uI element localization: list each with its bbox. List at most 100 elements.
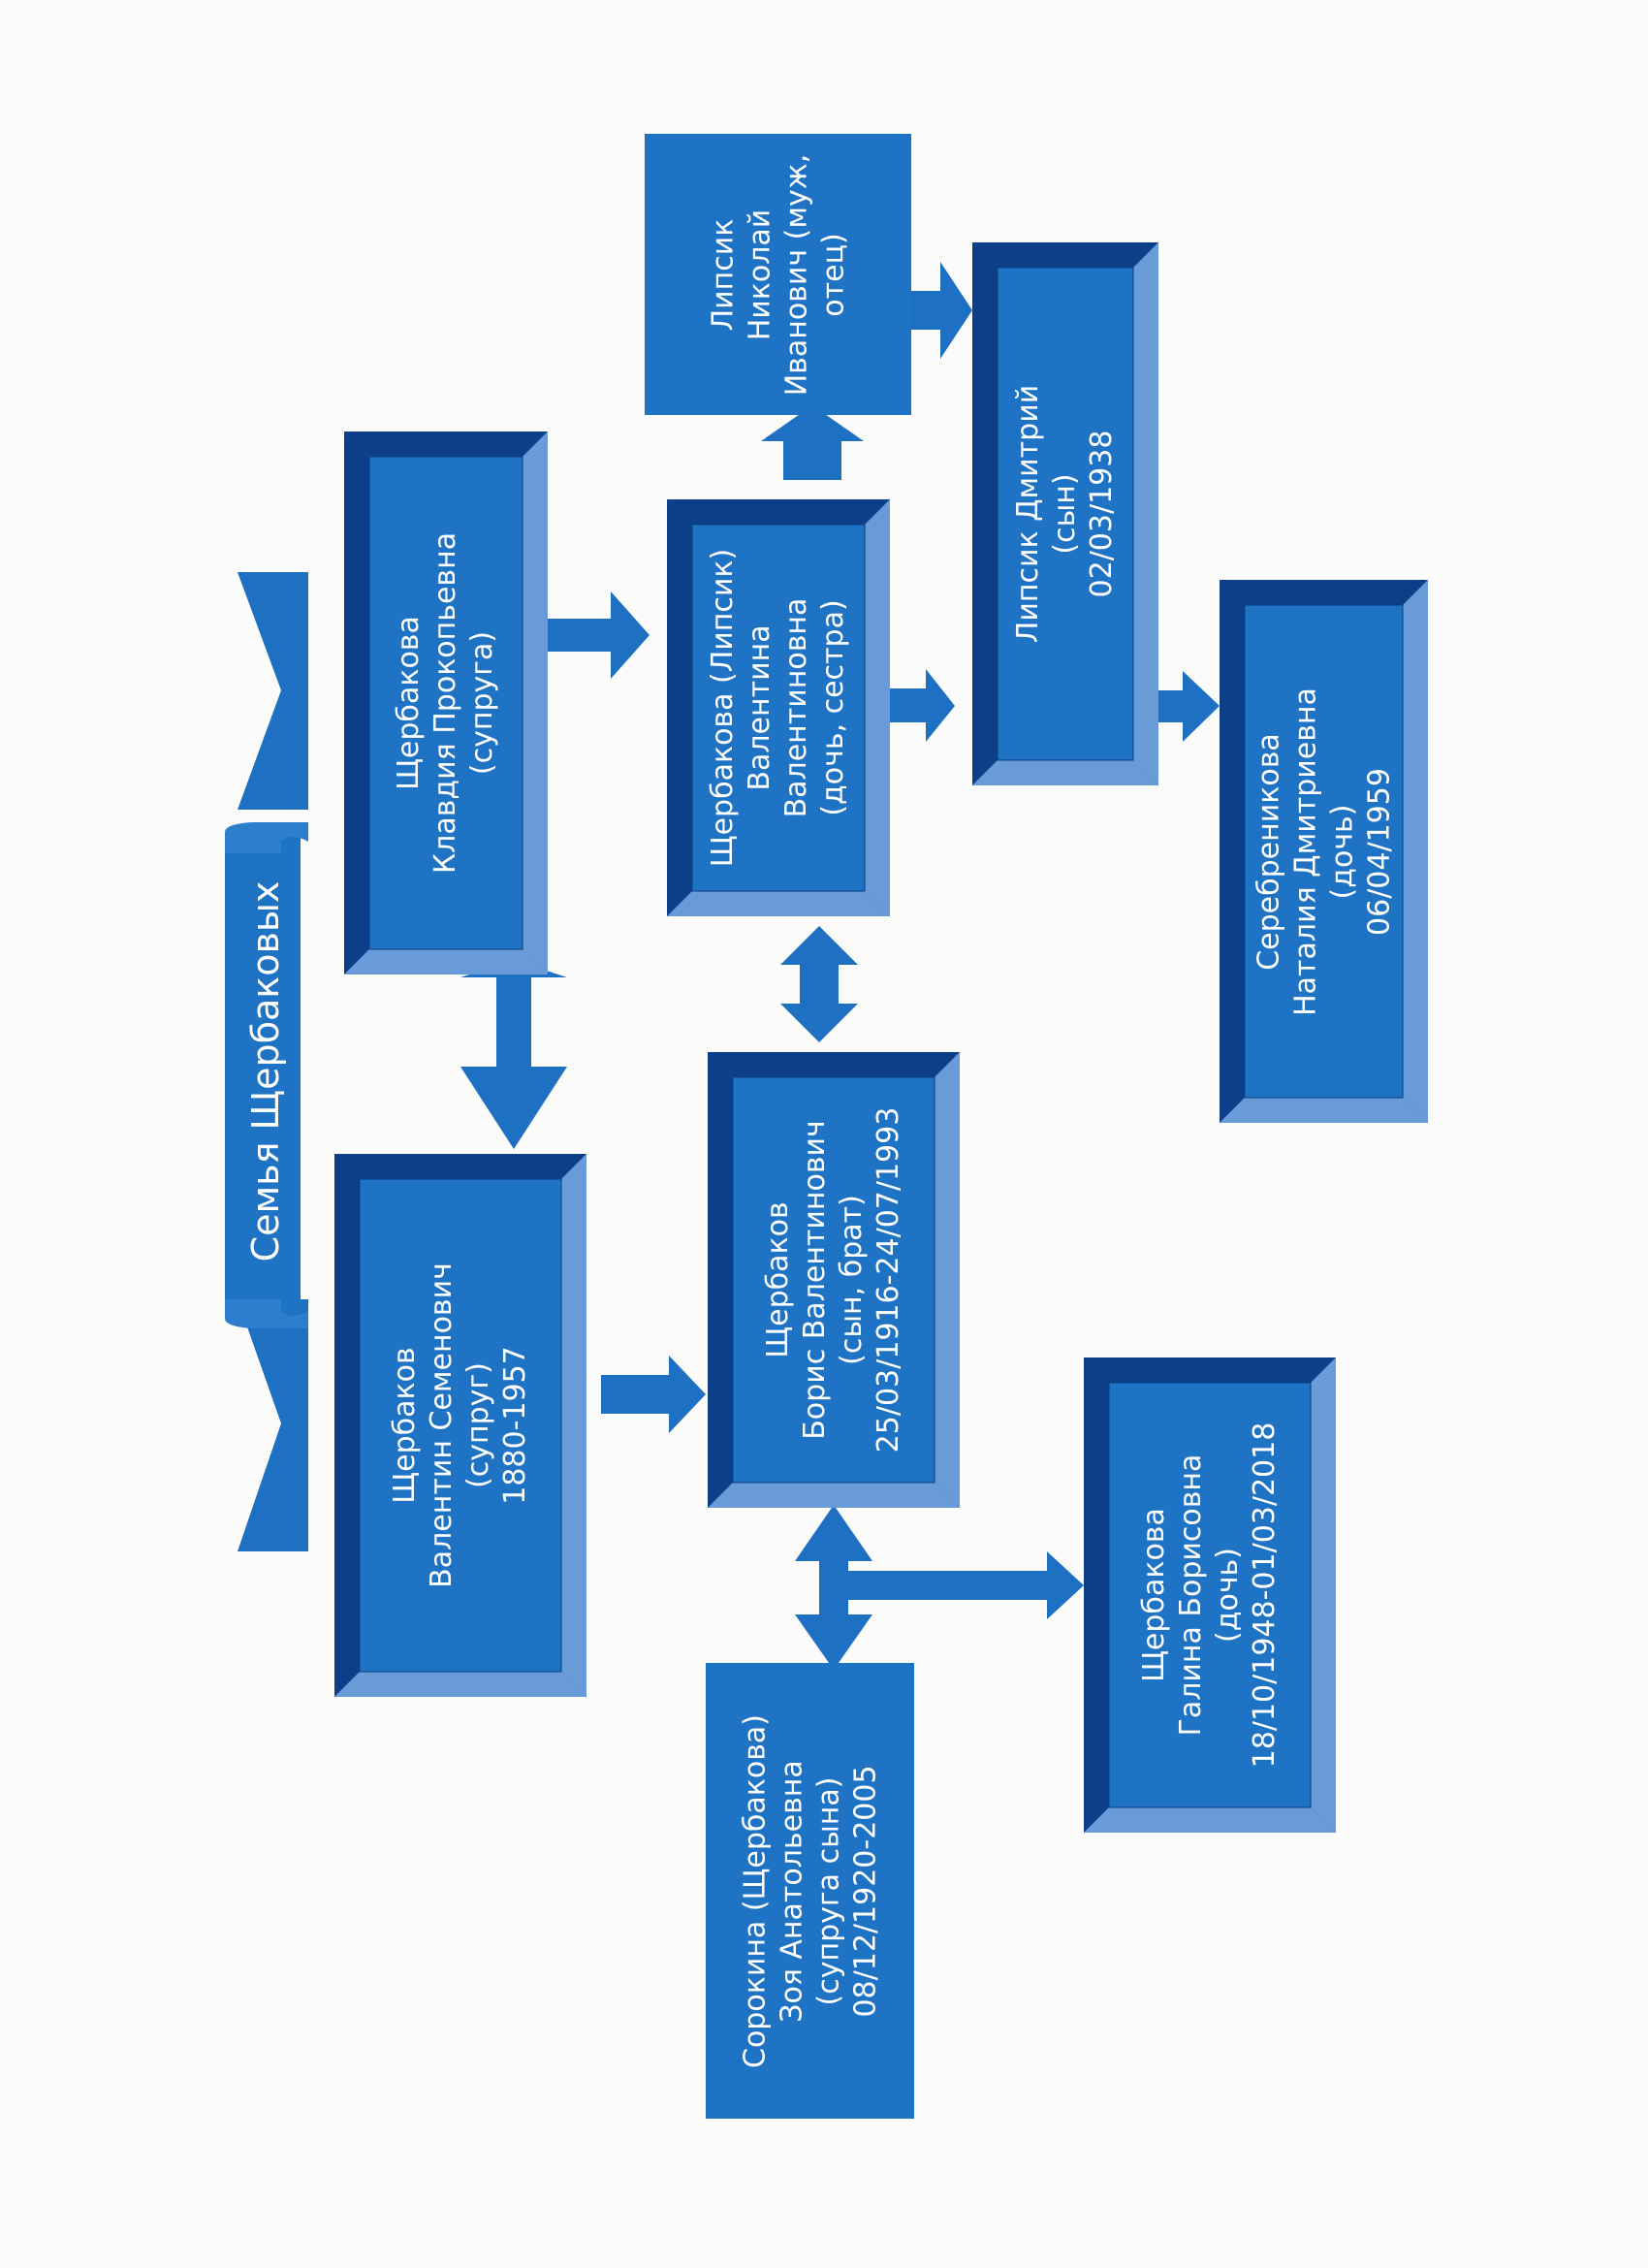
person-label-line: Клавдия Прокопьевна — [428, 531, 462, 875]
bevel-left — [1084, 1358, 1109, 1833]
box-fill — [972, 242, 1158, 785]
person-label-line: (сын, брат) — [835, 1195, 869, 1365]
person-label-line: (дочь, сестра) — [816, 599, 850, 816]
person-label-line: Щербакова — [392, 616, 426, 790]
double-arrow-valentina-boris — [780, 926, 858, 1042]
double-arrow-klavdia-valentin — [460, 960, 567, 1149]
bevel-bottom — [708, 1483, 960, 1508]
bevel-left — [344, 431, 369, 974]
inner-edge — [732, 1076, 935, 1484]
person-label-line: Липсик Николай — [705, 208, 776, 340]
double-arrow-boris-zoya — [795, 1505, 1084, 1670]
bevel-right — [523, 431, 548, 974]
person-label-line: 1880-1957 — [498, 1346, 532, 1505]
box-fill — [645, 134, 911, 415]
person-label-line: (сын) — [1048, 473, 1082, 555]
person-box-dmitry: Липсик Дмитрий(сын)02/03/1938 — [972, 242, 1158, 785]
box-fill — [667, 499, 890, 916]
arrow-nikolai-dmitry — [911, 262, 972, 359]
person-label-line: 18/10/1948-01/03/2018 — [1248, 1421, 1282, 1769]
box-shape — [972, 242, 1158, 785]
bevel-bottom — [344, 949, 548, 974]
bevel-bottom — [334, 1672, 586, 1697]
arrow-klavdia-valentina — [548, 591, 650, 679]
box-fill — [334, 1154, 586, 1697]
inner-edge — [691, 524, 866, 892]
person-label-line: Сорокина (Щербакова) — [737, 1713, 772, 2068]
person-label-line: (супруга) — [465, 630, 499, 776]
inner-edge — [1108, 1382, 1312, 1808]
arrows — [460, 262, 1220, 1670]
person-label-line: Наталия Дмитриевна — [1287, 687, 1322, 1016]
person-label-line: Валентин Семенович — [425, 1262, 459, 1588]
person-label-line: Щербаков — [388, 1347, 422, 1504]
person-label-line: Щербаков — [761, 1201, 795, 1358]
person-label-line: отец) — [815, 232, 850, 317]
box-fill — [1220, 580, 1428, 1123]
person-label: Липсик Дмитрий(сын)02/03/1938 — [982, 281, 1149, 747]
bevel-top — [708, 1052, 960, 1077]
diagram-title: Семья Щербаковых — [244, 880, 287, 1262]
person-label-line: (супруга сына) — [810, 1776, 845, 2005]
box-fill — [706, 1663, 914, 2119]
person-label-line: Борис Валентинович — [798, 1120, 832, 1440]
person-label-line: (супруг) — [461, 1362, 495, 1488]
bevel-top — [344, 431, 548, 457]
bevel-top — [667, 499, 890, 525]
bevel-bottom — [1084, 1807, 1336, 1833]
person-label-line: (дочь) — [1324, 804, 1359, 899]
person-label-line: Липсик Дмитрий — [1011, 384, 1045, 644]
ribbon-tail-bottom — [238, 1299, 308, 1551]
ribbon-curl-top — [225, 822, 308, 853]
bevel-left — [1220, 580, 1245, 1123]
bevel-bottom — [972, 760, 1158, 785]
person-label-line: Серебреникова — [1251, 732, 1285, 971]
inner-edge — [368, 456, 523, 950]
inner-edge — [997, 267, 1134, 761]
person-label-line: Галина Борисовна — [1174, 1453, 1208, 1737]
box-shape — [334, 1154, 586, 1697]
bevel-right — [1133, 242, 1158, 785]
person-label-line: Зоя Анатольевна — [774, 1759, 808, 2023]
box-fill — [1084, 1358, 1336, 1833]
bevel-left — [667, 499, 692, 916]
person-label-line: Щербакова (Липсик) — [706, 548, 740, 868]
person-label-line: 25/03/1916-24/07/1993 — [872, 1106, 905, 1453]
bevel-right — [865, 499, 890, 916]
person-label-line: (дочь) — [1211, 1548, 1245, 1643]
bevel-left — [708, 1052, 733, 1508]
person-box-zoya: Сорокина (Щербакова)Зоя Анатольевна(супр… — [706, 1663, 914, 2119]
box-shape — [645, 134, 911, 415]
box-shape — [667, 499, 890, 916]
bevel-left — [972, 242, 998, 785]
bevel-top — [1220, 580, 1428, 605]
box-shape — [344, 431, 548, 974]
box-fill — [344, 431, 548, 974]
person-label-line: 06/04/1959 — [1361, 767, 1396, 936]
box-shape — [1220, 580, 1428, 1123]
person-label-line: Иванович (муж, — [778, 153, 813, 396]
person-label: Сорокина (Щербакова)Зоя Анатольевна(супр… — [715, 1687, 904, 2094]
bevel-bottom — [1220, 1098, 1428, 1123]
box-shape — [706, 1663, 914, 2119]
person-label-line: Валентина — [743, 624, 776, 791]
inner-edge — [359, 1178, 562, 1673]
ribbon-curl-bottom — [225, 1299, 308, 1328]
bevel-bottom — [667, 891, 890, 916]
arrow-valentina-dmitry — [890, 669, 955, 742]
arrow-valentin-boris — [601, 1356, 706, 1433]
bevel-left — [334, 1154, 360, 1697]
ribbon-tail-top — [238, 572, 308, 810]
